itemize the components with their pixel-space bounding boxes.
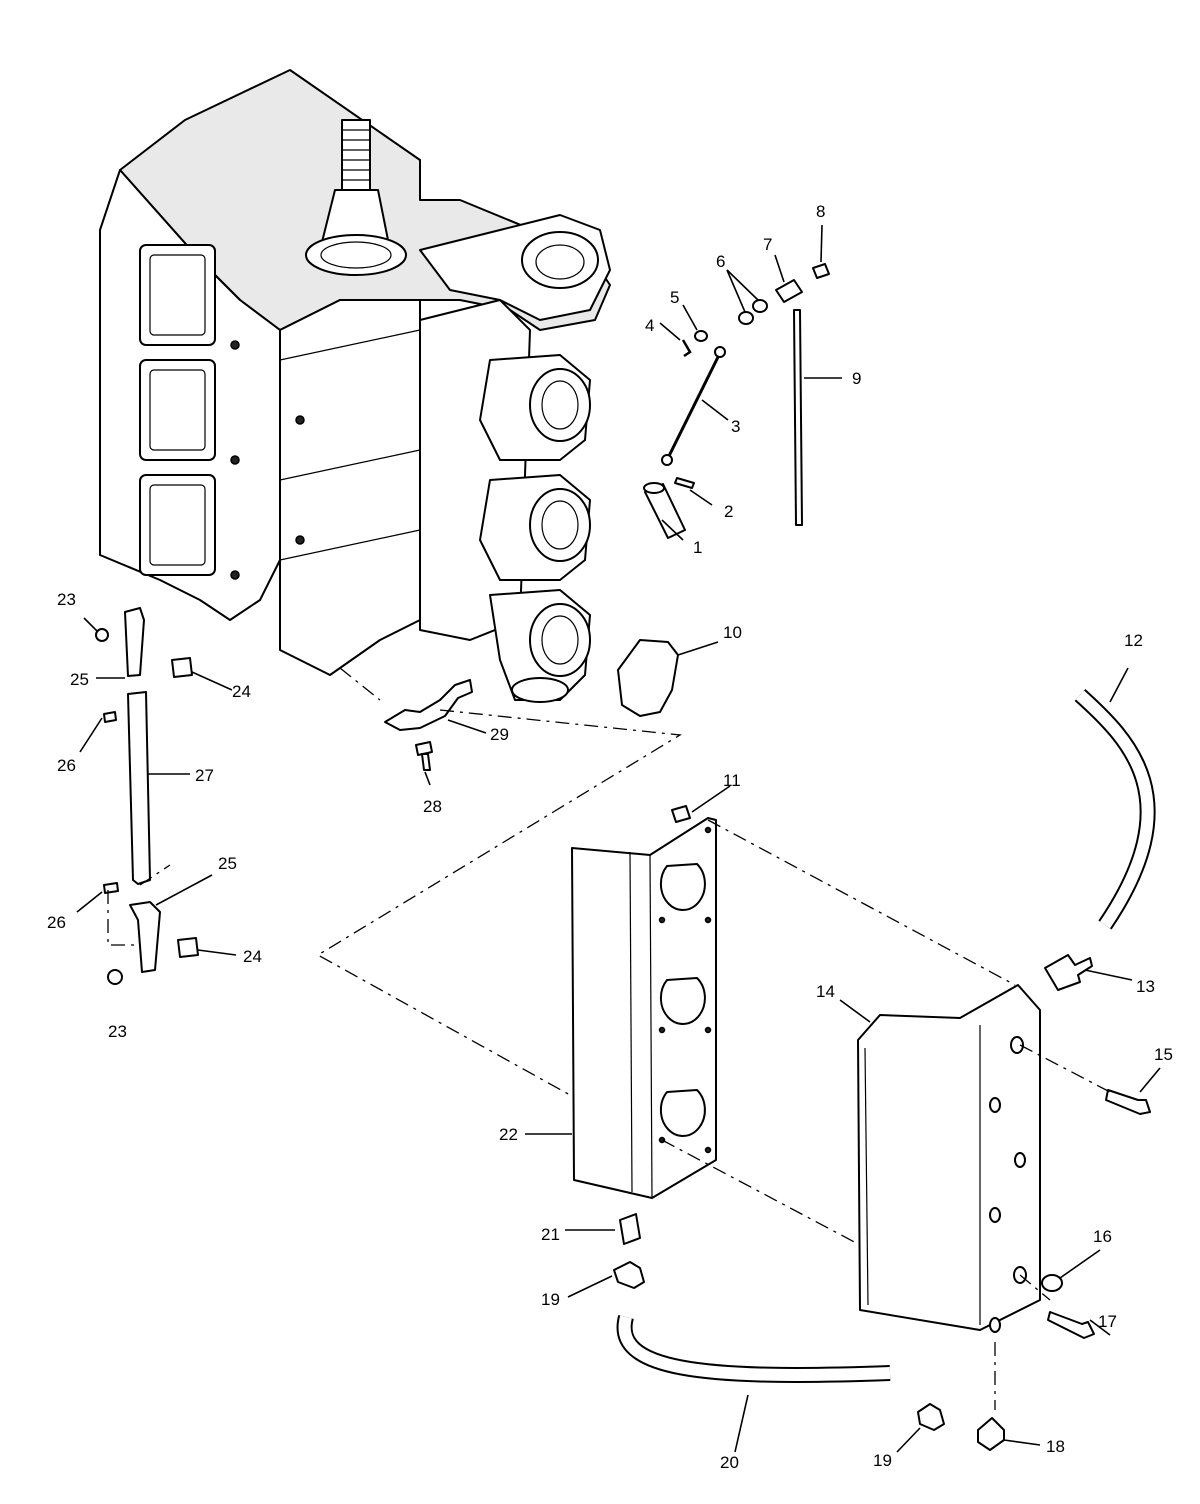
part-15-screw bbox=[1105, 1089, 1151, 1115]
callout-1: 1 bbox=[693, 538, 702, 557]
part-16-plug bbox=[1041, 1274, 1063, 1292]
part-13-fitting bbox=[1044, 954, 1093, 991]
part-29-clamp bbox=[384, 679, 473, 731]
callout-8: 8 bbox=[816, 202, 825, 221]
callout-20: 20 bbox=[720, 1453, 739, 1472]
part-21-fitting bbox=[619, 1213, 641, 1245]
callout-22: 22 bbox=[499, 1125, 518, 1144]
part-18-elbow bbox=[977, 1417, 1005, 1451]
part-23-nut-lower bbox=[107, 969, 123, 985]
part-7-fitting bbox=[775, 279, 803, 303]
callout-15: 15 bbox=[1154, 1045, 1173, 1064]
part-19-clamp-lower bbox=[917, 1403, 945, 1431]
part-14-cover bbox=[857, 984, 1041, 1333]
part-22-plate bbox=[571, 817, 717, 1199]
callout-18: 18 bbox=[1046, 1437, 1065, 1456]
callout-25-upper: 25 bbox=[70, 670, 89, 689]
callout-28: 28 bbox=[423, 797, 442, 816]
callout-12: 12 bbox=[1124, 631, 1143, 650]
carburetor-upper bbox=[479, 354, 591, 461]
callout-labels: 1 2 3 4 5 6 7 8 9 10 11 12 13 14 15 16 1… bbox=[47, 202, 1173, 1472]
part-11-screw bbox=[671, 805, 691, 823]
carburetor-lower bbox=[489, 589, 591, 703]
part-5-washer bbox=[694, 330, 708, 342]
callout-19-lower: 19 bbox=[873, 1451, 892, 1470]
callout-25-lower: 25 bbox=[218, 854, 237, 873]
callout-7: 7 bbox=[763, 235, 772, 254]
part-4-clip bbox=[681, 339, 692, 358]
callout-24-upper: 24 bbox=[232, 682, 251, 701]
callout-23-lower: 23 bbox=[108, 1022, 127, 1041]
part-28-screw bbox=[415, 741, 433, 756]
part-10-gasket bbox=[617, 639, 679, 717]
callout-21: 21 bbox=[541, 1225, 560, 1244]
callout-17: 17 bbox=[1098, 1312, 1117, 1331]
carburetor-middle bbox=[479, 474, 591, 581]
part-6-washer-a bbox=[738, 311, 754, 325]
callout-26-lower: 26 bbox=[47, 913, 66, 932]
part-25-bracket-upper bbox=[124, 607, 145, 677]
callout-27: 27 bbox=[195, 766, 214, 785]
part-19-clamp-upper bbox=[613, 1261, 645, 1289]
part-26-screw-upper bbox=[103, 711, 117, 723]
callout-16: 16 bbox=[1093, 1227, 1112, 1246]
callout-14: 14 bbox=[816, 982, 835, 1001]
callout-3: 3 bbox=[731, 417, 740, 436]
callout-29: 29 bbox=[490, 725, 509, 744]
callout-9: 9 bbox=[852, 369, 861, 388]
part-2-pin bbox=[674, 477, 695, 489]
callout-6: 6 bbox=[716, 252, 725, 271]
callout-24-lower: 24 bbox=[243, 947, 262, 966]
callout-23-upper: 23 bbox=[57, 590, 76, 609]
part-26-screw-lower bbox=[103, 882, 119, 894]
callout-19-upper: 19 bbox=[541, 1290, 560, 1309]
callout-11: 11 bbox=[723, 771, 741, 790]
part-27-link bbox=[127, 691, 151, 885]
leader-lines bbox=[76, 224, 1161, 1453]
part-17-screw bbox=[1047, 1311, 1095, 1339]
callout-4: 4 bbox=[645, 316, 654, 335]
part-8-nut bbox=[812, 263, 830, 279]
callout-26-upper: 26 bbox=[57, 756, 76, 775]
part-9-rod bbox=[793, 309, 803, 526]
callout-10: 10 bbox=[723, 623, 742, 642]
part-6-washer-b bbox=[752, 299, 768, 313]
callout-2: 2 bbox=[724, 502, 733, 521]
part-23-nut-upper bbox=[95, 628, 109, 642]
part-24-clip-upper bbox=[171, 657, 193, 678]
part-25-bracket-lower bbox=[129, 901, 161, 973]
callout-13: 13 bbox=[1136, 977, 1155, 996]
engine-block bbox=[99, 69, 611, 703]
callout-5: 5 bbox=[670, 288, 679, 307]
part-3-link-rod bbox=[661, 346, 726, 466]
part-24-clip-lower bbox=[177, 937, 199, 958]
